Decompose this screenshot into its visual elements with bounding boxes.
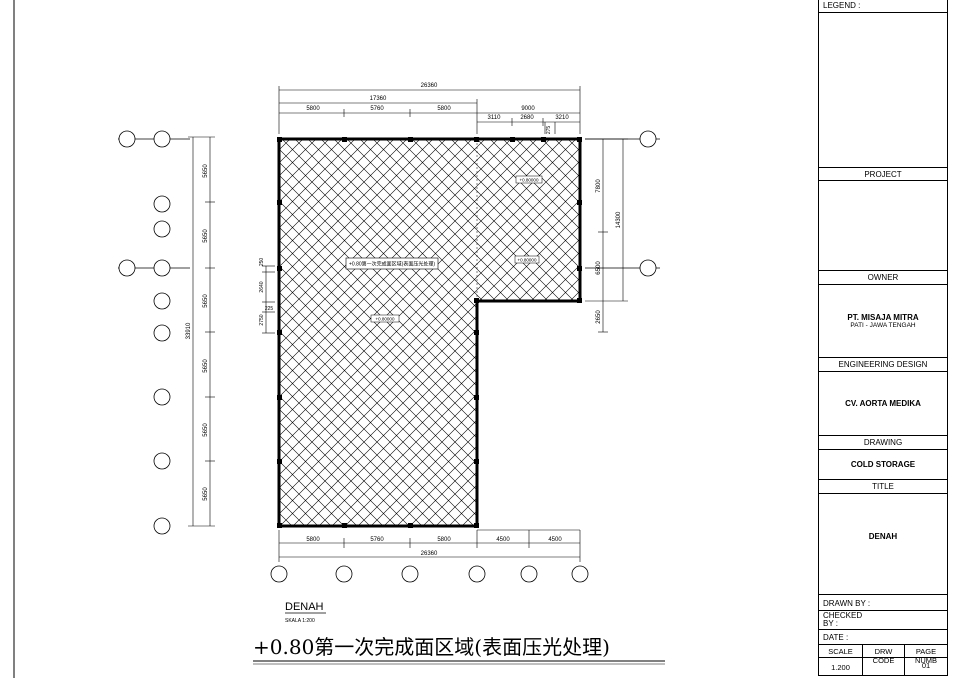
room-tag-1: +0.80000 [520, 178, 539, 183]
project-row: PROJECT [819, 167, 947, 180]
plan-annotation: +0.80第一次完成面区域(表面压光处理) [253, 635, 610, 659]
dim-top-bay-3: 5800 [437, 106, 451, 112]
engineering-body: CV. AORTA MEDIKA [819, 371, 947, 435]
drawn-by-row: DRAWN BY : [819, 594, 947, 610]
scale-label: SCALE [819, 645, 863, 657]
dim-left-inner-4: 2750 [259, 314, 265, 325]
dim-top-bay-2: 5760 [370, 106, 384, 112]
legend-row: LEGEND : [819, 0, 947, 13]
checked-by-label: CHECKED BY : [823, 611, 863, 628]
grid-bubbles-right [585, 130, 660, 277]
page-value: 01 [921, 661, 931, 670]
right-dimensions [585, 138, 628, 333]
title-block: LEGEND : PROJECT OWNER PT. MISAJA MITRA … [818, 0, 948, 676]
scale-value: 1.200 [819, 658, 863, 675]
dim-left-bay-5: 5650 [203, 423, 209, 437]
dim-bottom-overall: 26360 [421, 551, 438, 557]
checked-by-row: CHECKED BY : [819, 610, 947, 629]
page-label: PAGE NUMB [914, 647, 938, 665]
drawing-row: DRAWING [819, 435, 947, 449]
owner-row: OWNER [819, 270, 947, 284]
dim-bottom-bay-3: 5800 [437, 537, 451, 543]
dim-left-inner-2: 2640 [259, 281, 265, 292]
engineering-label: ENGINEERING DESIGN [838, 360, 928, 369]
legend-label: LEGEND : [823, 1, 861, 10]
code-value-row: 1.200 01 [819, 657, 947, 676]
dim-top-right-sub-3: 3210 [555, 115, 569, 121]
grid-bubbles-left [118, 130, 190, 535]
engineering-row: ENGINEERING DESIGN [819, 357, 947, 371]
dim-top-right: 9000 [521, 106, 535, 112]
drw-code-value [863, 658, 905, 675]
dim-left-bay-4: 5650 [203, 359, 209, 373]
drawing-name: COLD STORAGE [850, 460, 916, 469]
dim-left-overall: 33910 [186, 322, 192, 339]
center-tag: +0.80第一次完成面区域(表面压光处理) [349, 261, 435, 268]
drawn-by-label: DRAWN BY : [823, 599, 871, 608]
dim-left-inner-1: 250 [259, 258, 265, 267]
room-tag-3: +0.80000 [376, 317, 395, 322]
floor-plan-drawing: 26360 17360 5800 5760 5800 9000 3110 268… [13, 0, 665, 678]
plan-caption: DENAH [285, 601, 324, 613]
dim-left-bay-1: 5650 [203, 164, 209, 178]
top-dimensions [278, 86, 581, 134]
dim-top-right-sub-2: 2680 [520, 115, 534, 121]
dim-right-upper: 7800 [596, 179, 602, 193]
project-body [819, 180, 947, 270]
dim-bottom-bay-1: 5800 [306, 537, 320, 543]
dim-bottom-bay-5: 4500 [548, 537, 562, 543]
project-label: PROJECT [864, 170, 902, 179]
dim-right-bottom: 2650 [596, 310, 602, 324]
title-body: DENAH [819, 493, 947, 594]
drawing-body: COLD STORAGE [819, 449, 947, 479]
title-label: TITLE [872, 482, 894, 491]
dim-top-bay-1: 5800 [306, 106, 320, 112]
dim-bottom-bay-2: 5760 [370, 537, 384, 543]
dim-top-overall: 26360 [421, 83, 438, 89]
columns [277, 137, 582, 528]
dim-left-bay-3: 5650 [203, 294, 209, 308]
owner-name: PT. MISAJA MITRA [847, 313, 919, 322]
bottom-dimensions [278, 529, 581, 562]
title-name: DENAH [868, 532, 898, 541]
date-row: DATE : [819, 629, 947, 644]
drw-code-label: DRW CODE [863, 645, 905, 665]
owner-location: PATI - JAWA TENGAH [850, 322, 916, 329]
dim-bottom-bay-4: 4500 [496, 537, 510, 543]
dim-right-overall: 14300 [616, 211, 622, 228]
dim-left-bay-2: 5650 [203, 229, 209, 243]
engineering-name: CV. AORTA MEDIKA [845, 399, 921, 408]
owner-label: OWNER [867, 273, 899, 282]
drawing-label: DRAWING [863, 438, 903, 447]
dim-top-small: 275 [546, 126, 552, 135]
plan-caption-scale: SKALA 1:200 [285, 618, 315, 624]
dim-top-right-sub-1: 3110 [488, 115, 502, 121]
grid-bubbles-bottom [270, 565, 589, 583]
owner-body: PT. MISAJA MITRA PATI - JAWA TENGAH [819, 284, 947, 357]
room-tag-2: +0.80000 [518, 258, 537, 263]
dim-left-bay-6: 5650 [203, 487, 209, 501]
left-dimensions [188, 136, 275, 527]
title-row: TITLE [819, 479, 947, 493]
dim-left-inner-3: 225 [265, 306, 274, 312]
dim-top-partial: 17360 [370, 96, 387, 102]
date-label: DATE : [823, 633, 849, 642]
building-footprint [277, 137, 582, 528]
room-tags: +0.80000 +0.80000 +0.80000 +0.80第一次完成面区域… [345, 175, 543, 323]
code-header-row: SCALE DRW CODE PAGE NUMB [819, 644, 947, 665]
